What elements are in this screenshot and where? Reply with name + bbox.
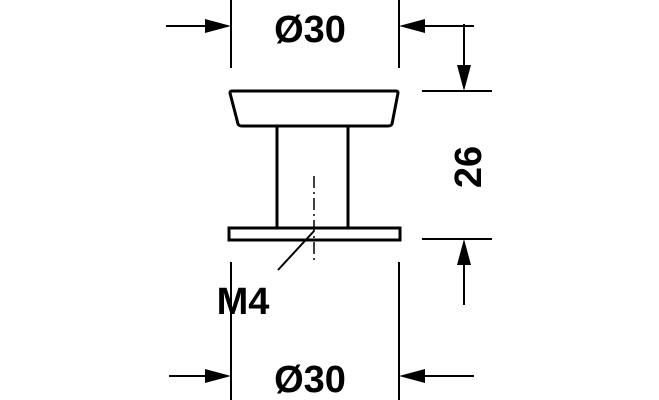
top-left-arrow-icon xyxy=(205,19,231,33)
top-diameter-dimension: Ø30 xyxy=(166,0,474,68)
top-diameter-label: Ø30 xyxy=(274,9,346,51)
bottom-diameter-label: Ø30 xyxy=(274,359,346,400)
height-bottom-arrow-icon xyxy=(457,239,471,265)
thread-callout: M4 xyxy=(217,230,315,323)
thread-label: M4 xyxy=(217,281,270,323)
bottom-right-arrow-icon xyxy=(399,369,425,383)
height-dimension: 26 xyxy=(422,24,492,305)
bottom-diameter-dimension: Ø30 xyxy=(169,262,474,400)
bottom-left-arrow-icon xyxy=(205,369,231,383)
top-right-arrow-icon xyxy=(399,19,425,33)
height-label: 26 xyxy=(448,146,490,188)
thread-leader-line xyxy=(277,230,315,271)
knob-stem xyxy=(275,122,350,230)
knob-head xyxy=(228,89,400,128)
knob-part xyxy=(227,89,402,260)
height-top-arrow-icon xyxy=(457,65,471,91)
